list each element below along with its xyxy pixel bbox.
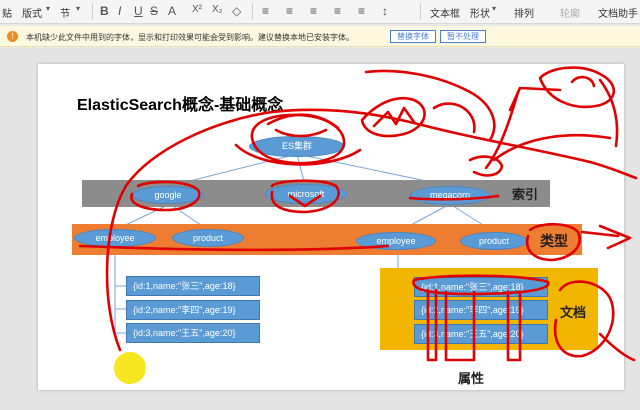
document-box[interactable]: {id:2,name:"李四",age:19} xyxy=(414,300,548,320)
dropdown-icon[interactable]: ▾ xyxy=(46,4,51,13)
font-color-button[interactable]: A xyxy=(168,4,177,18)
strikethrough-button[interactable]: S xyxy=(150,4,159,18)
slide-title[interactable]: ElasticSearch概念-基础概念 xyxy=(77,97,284,114)
section-button[interactable]: 节 xyxy=(60,9,70,20)
superscript-button[interactable]: X² xyxy=(192,4,202,15)
underline-button[interactable]: U xyxy=(134,4,143,18)
doc-assistant-button[interactable]: 文档助手 xyxy=(598,9,638,20)
divider xyxy=(252,3,253,20)
arrange-button[interactable]: 排列 xyxy=(514,9,534,20)
warning-icon: ! xyxy=(7,31,18,42)
dropdown-icon[interactable]: ▾ xyxy=(76,4,81,13)
notice-message: 本机缺少此文件中用到的字体，显示和打印效果可能会受到影响。建议替换本地已安装字体… xyxy=(26,33,354,42)
dropdown-icon[interactable]: ▾ xyxy=(492,4,497,13)
distribute-icon[interactable]: ≡ xyxy=(358,4,366,18)
line-spacing-icon[interactable]: ↕ xyxy=(382,4,388,18)
paste-button[interactable]: 贴 xyxy=(2,9,12,20)
bold-button[interactable]: B xyxy=(100,4,109,18)
field-label: 属性 xyxy=(458,372,485,387)
ignore-button[interactable]: 暂不处理 xyxy=(440,30,486,43)
document-box[interactable]: {id:2,name:"李四",age:19} xyxy=(126,300,260,320)
document-label: 文档 xyxy=(560,306,587,321)
replace-font-button[interactable]: 替换字体 xyxy=(390,30,436,43)
type-node-product[interactable]: product xyxy=(172,229,244,247)
type-label: 类型 xyxy=(540,234,568,250)
ribbon-toolbar: 贴 版式 ▾ 节 ▾ B I U S A X² X₂ ◇ ≡ ≡ ≡ ≡ ≡ ↕… xyxy=(0,0,640,24)
missing-font-notice: ! 本机缺少此文件中用到的字体，显示和打印效果可能会受到影响。建议替换本地已安装… xyxy=(0,26,640,47)
layout-button[interactable]: 版式 xyxy=(22,9,42,20)
divider xyxy=(92,3,93,20)
index-node-microsoft[interactable]: microsoft xyxy=(265,184,347,204)
clear-format-button[interactable]: ◇ xyxy=(232,4,242,18)
outline-button[interactable]: 轮廓 xyxy=(560,9,580,20)
subscript-button[interactable]: X₂ xyxy=(212,4,223,15)
align-right-icon[interactable]: ≡ xyxy=(310,4,318,18)
italic-button[interactable]: I xyxy=(118,4,122,18)
index-label: 索引 xyxy=(512,188,539,203)
document-box[interactable]: {id:3,name:"王五",age:20} xyxy=(414,324,548,344)
align-center-icon[interactable]: ≡ xyxy=(286,4,294,18)
divider xyxy=(420,3,421,20)
justify-icon[interactable]: ≡ xyxy=(334,4,342,18)
align-left-icon[interactable]: ≡ xyxy=(262,4,270,18)
cursor-highlight xyxy=(114,352,146,384)
shape-button[interactable]: 形状 xyxy=(470,9,490,20)
document-box[interactable]: {id:3,name:"王五",age:20} xyxy=(126,323,260,343)
textbox-button[interactable]: 文本框 xyxy=(430,9,460,20)
type-node-product[interactable]: product xyxy=(460,232,528,250)
document-box[interactable]: {id:1,name:"张三",age:18} xyxy=(126,276,260,296)
